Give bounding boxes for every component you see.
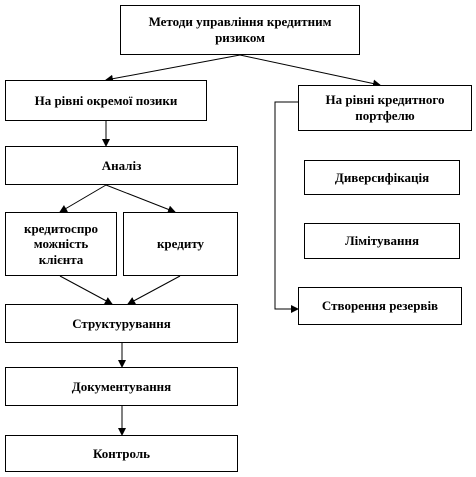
credit-box: кредиту: [123, 212, 238, 276]
arrow-root-to-loan: [105, 54, 241, 83]
portfolio-level-box: На рівні кредитного портфелю: [298, 85, 472, 131]
arrow-analysis-to-creditworthiness: [59, 184, 107, 213]
root-box: Методи управління кредитним ризиком: [120, 5, 360, 55]
reserves-box: Створення резервів: [298, 287, 462, 325]
arrow-creditworthiness-to-structuring: [59, 275, 113, 305]
loan-level-box: На рівні окремої позики: [5, 80, 207, 121]
arrow-analysis-to-credit: [105, 184, 176, 214]
structuring-box: Структурування: [5, 304, 238, 343]
arrow-root-to-portfolio: [239, 54, 381, 88]
analysis-box: Аналіз: [5, 146, 238, 185]
limiting-box: Лімітування: [304, 223, 460, 259]
bracket-portfolio-to-reserves: [274, 101, 299, 313]
diversification-box: Диверсифікація: [304, 160, 460, 195]
control-box: Контроль: [5, 435, 238, 472]
documenting-box: Документування: [5, 367, 238, 406]
arrow-credit-to-structuring: [127, 275, 181, 305]
creditworthiness-box: кредитоспро можність клієнта: [5, 212, 117, 276]
